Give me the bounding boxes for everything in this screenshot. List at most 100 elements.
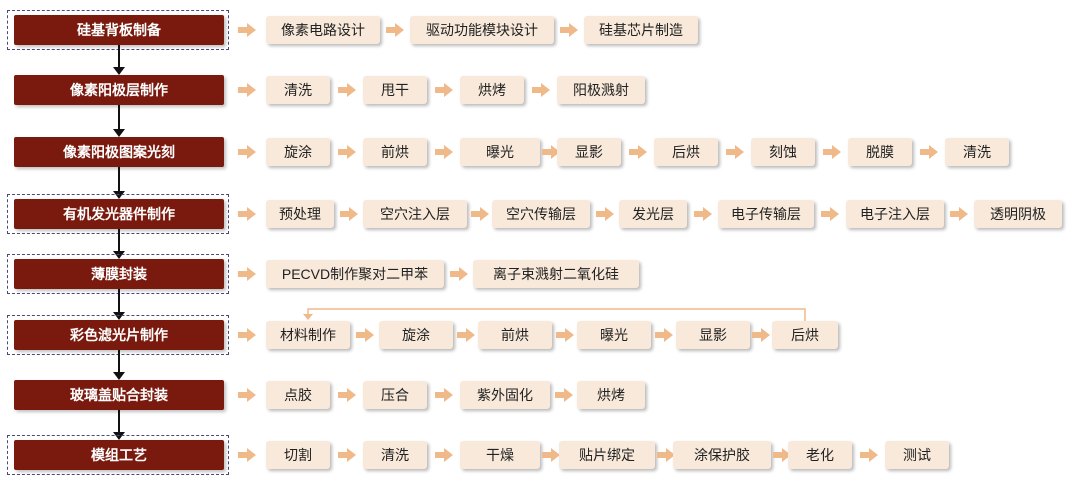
process-step: 老化 bbox=[788, 441, 852, 469]
flow-arrow-icon bbox=[860, 448, 878, 462]
process-step: 脱膜 bbox=[848, 138, 912, 166]
flow-arrow-icon bbox=[435, 388, 453, 402]
down-arrow-icon bbox=[113, 432, 125, 440]
stage-box: 玻璃盖贴合封装 bbox=[14, 380, 224, 410]
process-step: 材料制作 bbox=[266, 321, 350, 349]
stage-connector-line bbox=[118, 105, 120, 129]
process-step: 清洗 bbox=[945, 138, 1009, 166]
down-arrow-icon bbox=[113, 67, 125, 75]
process-step: 清洗 bbox=[363, 441, 427, 469]
process-step: 旋涂 bbox=[379, 321, 453, 349]
process-step: 预处理 bbox=[266, 200, 334, 228]
flow-arrow-icon bbox=[752, 328, 770, 342]
down-arrow-icon bbox=[113, 372, 125, 380]
flow-arrow-icon bbox=[238, 448, 256, 462]
flow-arrow-icon bbox=[238, 267, 256, 281]
stage-connector-line bbox=[118, 410, 120, 432]
flow-arrow-icon bbox=[338, 83, 356, 97]
flow-arrow-icon bbox=[457, 328, 475, 342]
flow-arrow-icon bbox=[435, 83, 453, 97]
flow-arrow-icon bbox=[435, 145, 453, 159]
stage-connector-line bbox=[118, 350, 120, 372]
process-step: 离子束溅射二氧化硅 bbox=[473, 260, 639, 288]
down-arrow-icon bbox=[113, 251, 125, 259]
stage-box: 模组工艺 bbox=[14, 440, 224, 470]
flow-arrow-icon bbox=[694, 207, 712, 221]
process-step: 切割 bbox=[266, 441, 330, 469]
down-arrow-icon bbox=[113, 312, 125, 320]
flow-arrow-icon bbox=[340, 207, 358, 221]
process-step: 硅基芯片制造 bbox=[584, 16, 698, 44]
process-step: 干燥 bbox=[460, 441, 540, 469]
flow-arrow-icon bbox=[773, 448, 791, 462]
process-step: 电子传输层 bbox=[718, 200, 814, 228]
process-step: 涂保护胶 bbox=[673, 441, 771, 469]
flow-arrow-icon bbox=[950, 207, 968, 221]
process-step: 曝光 bbox=[460, 138, 540, 166]
flow-arrow-icon bbox=[920, 145, 938, 159]
flow-arrow-icon bbox=[596, 207, 614, 221]
process-step: 透明阴极 bbox=[974, 200, 1062, 228]
flow-arrow-icon bbox=[238, 145, 256, 159]
process-step: 发光层 bbox=[619, 200, 687, 228]
flow-arrow-icon bbox=[629, 145, 647, 159]
stage-connector-line bbox=[118, 289, 120, 312]
process-step: 点胶 bbox=[266, 381, 330, 409]
stage-box: 硅基背板制备 bbox=[14, 15, 224, 45]
process-step: 电子注入层 bbox=[846, 200, 944, 228]
flow-arrow-icon bbox=[655, 328, 673, 342]
flow-arrow-icon bbox=[532, 83, 550, 97]
process-step: 空穴传输层 bbox=[492, 200, 590, 228]
process-step: 贴片绑定 bbox=[559, 441, 655, 469]
process-step: 后烘 bbox=[772, 321, 838, 349]
process-step: 显影 bbox=[557, 138, 621, 166]
process-step: 烘烤 bbox=[577, 381, 645, 409]
stage-box: 薄膜封装 bbox=[14, 259, 224, 289]
flow-arrow-icon bbox=[726, 145, 744, 159]
process-step: 阳极溅射 bbox=[557, 76, 645, 104]
stage-box: 像素阳极层制作 bbox=[14, 75, 224, 105]
process-step: 后烘 bbox=[654, 138, 718, 166]
flow-arrow-icon bbox=[238, 207, 256, 221]
process-step: 刻蚀 bbox=[751, 138, 815, 166]
flow-arrow-icon bbox=[238, 83, 256, 97]
process-step: 甩干 bbox=[363, 76, 427, 104]
stage-connector-line bbox=[118, 167, 120, 191]
flow-arrow-icon bbox=[238, 388, 256, 402]
process-step: 空穴注入层 bbox=[363, 200, 467, 228]
flow-arrow-icon bbox=[542, 448, 560, 462]
flow-arrow-icon bbox=[471, 207, 489, 221]
flow-arrow-icon bbox=[821, 207, 839, 221]
flow-arrow-icon bbox=[338, 145, 356, 159]
process-step: 驱动功能模块设计 bbox=[410, 16, 554, 44]
process-step: PECVD制作聚对二甲苯 bbox=[266, 260, 444, 288]
down-arrow-icon bbox=[113, 191, 125, 199]
stage-connector-line bbox=[118, 229, 120, 251]
down-arrow-icon bbox=[113, 129, 125, 137]
flow-arrow-icon bbox=[356, 328, 374, 342]
stage-box: 彩色滤光片制作 bbox=[14, 320, 224, 350]
stage-box: 有机发光器件制作 bbox=[14, 199, 224, 229]
flow-arrow-icon bbox=[560, 23, 578, 37]
process-step: 测试 bbox=[885, 441, 949, 469]
stage-box: 像素阳极图案光刻 bbox=[14, 137, 224, 167]
stage-connector-line bbox=[118, 45, 120, 67]
process-step: 前烘 bbox=[363, 138, 427, 166]
process-step: 曝光 bbox=[577, 321, 651, 349]
process-step: 像素电路设计 bbox=[266, 16, 380, 44]
process-step: 旋涂 bbox=[266, 138, 330, 166]
flow-arrow-icon bbox=[556, 328, 574, 342]
process-step: 清洗 bbox=[266, 76, 330, 104]
flow-arrow-icon bbox=[542, 145, 560, 159]
process-step: 显影 bbox=[676, 321, 750, 349]
flow-arrow-icon bbox=[338, 388, 356, 402]
flow-arrow-icon bbox=[386, 23, 404, 37]
flow-arrow-icon bbox=[238, 328, 256, 342]
flow-arrow-icon bbox=[435, 448, 453, 462]
flow-arrow-icon bbox=[657, 448, 675, 462]
process-step: 前烘 bbox=[478, 321, 552, 349]
flow-arrow-icon bbox=[338, 448, 356, 462]
stage-dashed-frame bbox=[7, 435, 229, 475]
process-step: 紫外固化 bbox=[460, 381, 550, 409]
